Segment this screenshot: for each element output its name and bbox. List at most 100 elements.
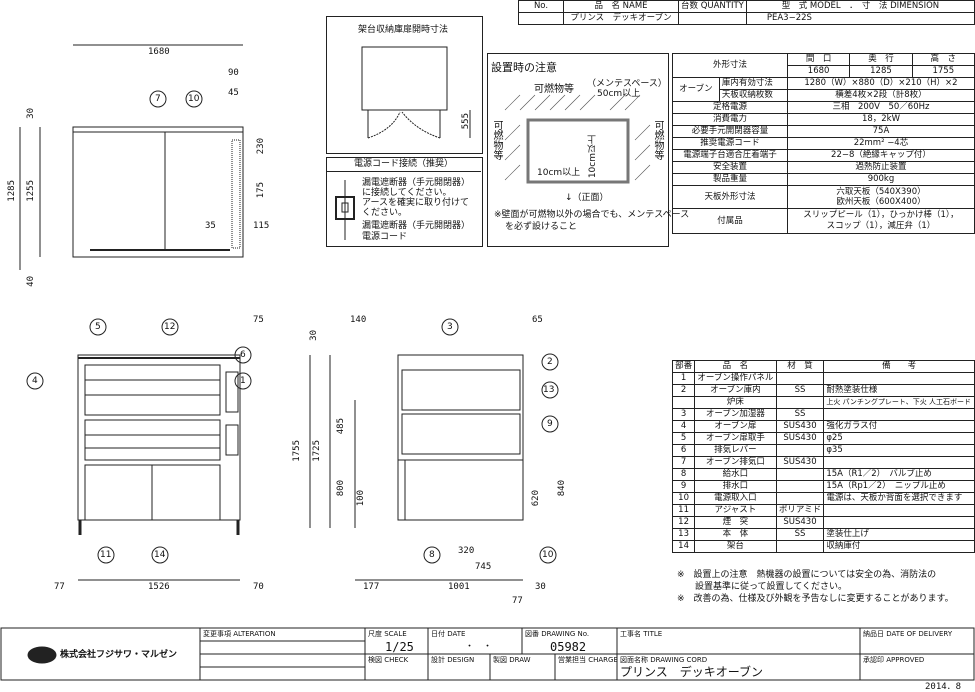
note: ※ 設置上の注意 熱機器の設置については安全の為、消防法の <box>677 570 937 580</box>
dimension-label: 70 <box>253 582 264 592</box>
delivery-label: 納品日 DATE OF DELIVERY <box>863 630 953 638</box>
part-balloon: 10 <box>542 550 554 560</box>
dimension-label: 555 <box>461 113 471 130</box>
accessory-list: スコップ（1），減圧弁（1） <box>826 221 936 231</box>
combustible-left: 可燃物等 <box>491 120 502 160</box>
part-balloon: 5 <box>95 322 101 332</box>
part-balloon: 10 <box>188 94 200 104</box>
part-remarks: 収納庫付 <box>823 540 975 553</box>
part-balloon: 12 <box>164 322 176 332</box>
installation-notes-box <box>487 53 669 247</box>
note: ※ 改善の為、仕様及び外観を予告なしに変更することがあります。 <box>677 594 954 604</box>
check-label: 検図 CHECK <box>368 656 409 664</box>
part-balloon: 3 <box>447 322 453 332</box>
cord-instruction: 漏電遮断器（手元開閉器） <box>362 178 471 188</box>
dimension-label: 1725 <box>312 440 322 462</box>
tray-size: 欧州天板（600X400） <box>836 197 926 207</box>
design-label: 設計 DESIGN <box>431 656 475 664</box>
part-balloon: 13 <box>543 385 555 395</box>
alteration-label: 変更事項 ALTERATION <box>203 630 276 638</box>
part-balloon: 4 <box>32 376 38 386</box>
door-dimension-box <box>326 16 483 154</box>
clearance-50cm: 50cm以上 <box>597 89 641 99</box>
dimension-label: 1001 <box>448 582 470 592</box>
dimension-label: 140 <box>350 315 367 325</box>
part-number: 14 <box>671 540 696 553</box>
dimension-label: 800 <box>336 480 346 497</box>
dimension-label: 75 <box>253 315 264 325</box>
part-number: 5 <box>671 432 696 445</box>
dimension-label: 65 <box>532 315 543 325</box>
outer-dim-label: 外形寸法 <box>672 53 788 78</box>
oven-label: オーブン <box>672 77 720 102</box>
maintenance-space-label: （メンテスペース） <box>587 79 667 89</box>
combustible-top: 可燃物等 <box>534 84 574 95</box>
dimension-label: 30 <box>309 330 319 341</box>
parts-row: 炉床上火 パンチングプレート、下火 人工石ボード <box>671 396 975 409</box>
part-number: 3 <box>671 408 696 421</box>
scale-label: 尺度 SCALE <box>368 630 407 638</box>
part-balloon: 2 <box>547 357 553 367</box>
dimension-label: 115 <box>253 221 270 231</box>
cord-instruction: ください。 <box>362 208 408 218</box>
charge-label: 営業担当 CHARGE <box>558 656 618 664</box>
dimension-label: 1680 <box>148 47 170 57</box>
part-name: 架台 <box>694 540 777 553</box>
install-note: を必ず設けること <box>505 222 578 232</box>
cord-box-title: 電源コード接続（推奨） <box>326 160 481 172</box>
install-title: 設置時の注意 <box>491 61 557 74</box>
dimension-label: 230 <box>256 138 266 155</box>
model-value: PEA3−22S <box>745 12 975 25</box>
dimension-label: 77 <box>54 582 65 592</box>
combustible-right: 可燃物等 <box>652 120 663 160</box>
dimension-label: 1755 <box>292 440 302 462</box>
dimension-label: 177 <box>363 582 380 592</box>
part-balloon: 7 <box>155 94 161 104</box>
cord-instruction: に接続してください。 <box>362 188 452 198</box>
title-label: 工事名 TITLE <box>620 630 663 638</box>
part-balloon: 8 <box>429 550 435 560</box>
approved-label: 承認印 APPROVED <box>863 656 925 664</box>
product-name: プリンス デッキオーブン <box>563 12 679 25</box>
cord-instruction: アースを確実に取り付けて <box>362 198 470 208</box>
dimension-label: 40 <box>26 276 36 287</box>
install-note: ※壁面が可燃物以外の場合でも、メンテスペース <box>494 210 690 220</box>
dimension-label: 745 <box>475 562 492 572</box>
dimension-label: 175 <box>256 182 266 199</box>
dimension-label: 100 <box>356 490 366 507</box>
dimension-label: 77 <box>512 596 523 606</box>
note: 設置基準に従って設置してください。 <box>695 582 848 592</box>
front-direction: ↓（正面） <box>565 193 609 203</box>
drawing-cord-value: プリンス デッキオーブン <box>620 665 764 679</box>
drawing-no-value: 05982 <box>550 640 587 654</box>
dimension-label: 840 <box>557 480 567 497</box>
accessories-label: 付属品 <box>672 208 788 234</box>
part-balloon: 11 <box>100 550 112 560</box>
part-balloon: 14 <box>154 550 166 560</box>
draw-label: 製図 DRAW <box>493 656 531 664</box>
breaker-label: 漏電遮断器（手元開閉器） <box>362 221 471 231</box>
scale-value: 1/25 <box>385 640 414 654</box>
part-balloon: 1 <box>240 376 246 386</box>
drawing-cord-label: 図面名称 DRAWING CORD <box>620 656 708 664</box>
dimension-label: 1285 <box>7 180 17 202</box>
date-value: ・ ・ <box>465 642 493 652</box>
power-cord-box <box>326 157 483 247</box>
tray-size: 六取天板（540X390） <box>836 187 926 197</box>
part-balloon: 6 <box>240 350 246 360</box>
drawing-no-label: 図番 DRAWING No. <box>525 630 590 638</box>
dimension-label: 35 <box>205 221 216 231</box>
dimension-label: 30 <box>26 108 36 119</box>
dimension-label: 1255 <box>26 180 36 202</box>
dimension-label: 45 <box>228 88 239 98</box>
clearance-10cm-horizontal: 10cm以上 <box>537 168 581 178</box>
